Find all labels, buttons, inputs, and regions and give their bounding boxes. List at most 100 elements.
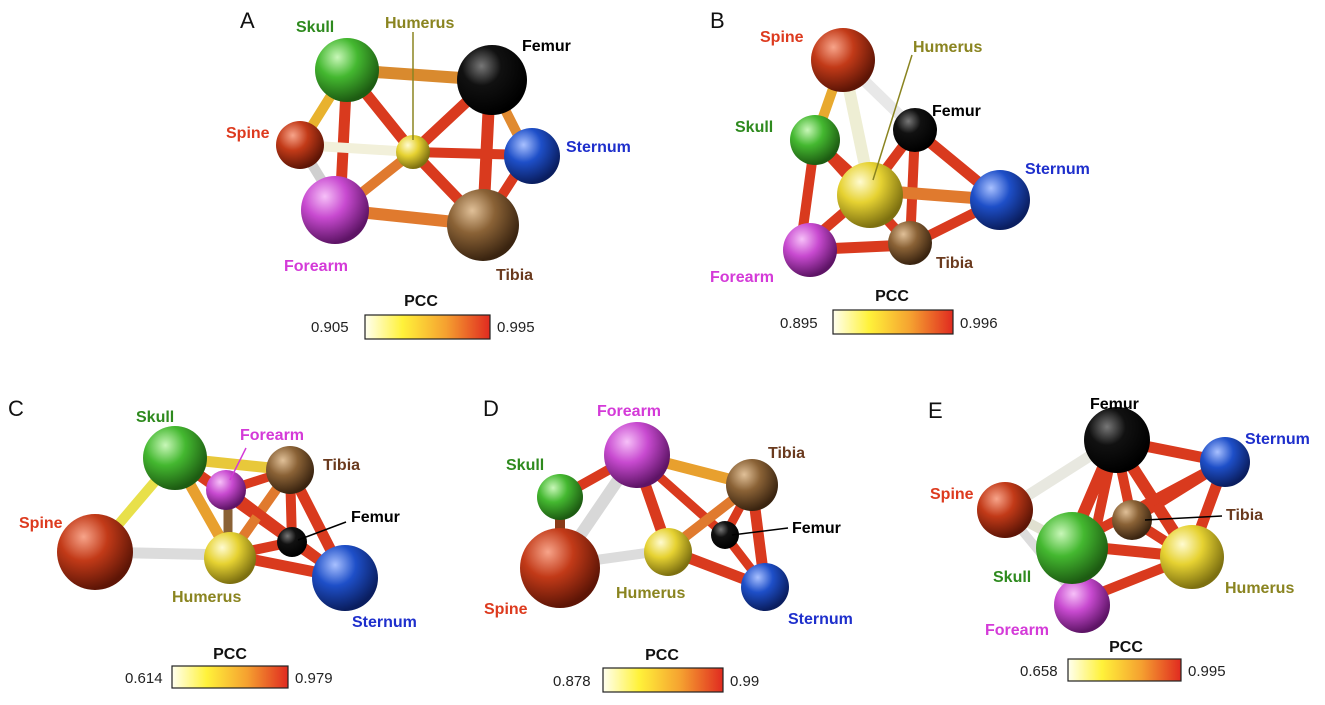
node-sternum: [741, 563, 789, 611]
node-tibia: [266, 446, 314, 494]
colorbar-min: 0.614: [125, 670, 163, 687]
label-forearm: Forearm: [284, 258, 348, 275]
label-forearm: Forearm: [240, 427, 304, 444]
colorbar-title: PCC: [213, 646, 247, 663]
label-humerus: Humerus: [616, 585, 685, 602]
node-sternum: [504, 128, 560, 184]
node-humerus: [396, 135, 430, 169]
colorbar-min: 0.895: [780, 315, 818, 332]
node-humerus: [837, 162, 903, 228]
node-tibia: [726, 459, 778, 511]
label-femur: Femur: [792, 520, 841, 537]
node-skull: [1036, 512, 1108, 584]
node-forearm: [783, 223, 837, 277]
node-femur: [893, 108, 937, 152]
label-tibia: Tibia: [1226, 507, 1263, 524]
colorbar-max: 0.995: [1188, 663, 1226, 680]
label-humerus: Humerus: [1225, 580, 1294, 597]
label-spine: Spine: [760, 29, 804, 46]
node-forearm: [301, 176, 369, 244]
node-spine: [57, 514, 133, 590]
label-sternum: Sternum: [788, 611, 853, 628]
colorbar-max: 0.995: [497, 319, 535, 336]
panel-letter-c: C: [8, 396, 24, 421]
label-femur: Femur: [932, 103, 981, 120]
panel-letter-b: B: [710, 8, 725, 33]
node-tibia: [1112, 500, 1152, 540]
colorbar-max: 0.99: [730, 673, 759, 690]
node-humerus: [204, 532, 256, 584]
label-forearm: Forearm: [985, 622, 1049, 639]
label-spine: Spine: [226, 125, 270, 142]
panel-letter-e: E: [928, 398, 943, 423]
panel-e: E Femur Sternum Spine Tibia Skul: [928, 396, 1310, 682]
panel-letter-a: A: [240, 8, 255, 33]
label-femur: Femur: [522, 38, 571, 55]
node-tibia: [888, 221, 932, 265]
colorbar-min: 0.905: [311, 319, 349, 336]
label-skull: Skull: [136, 409, 174, 426]
colorbar-d: PCC 0.878 0.99: [553, 647, 759, 693]
node-sternum: [312, 545, 378, 611]
node-femur: [457, 45, 527, 115]
label-sternum: Sternum: [566, 139, 631, 156]
node-sternum: [1200, 437, 1250, 487]
label-femur: Femur: [351, 509, 400, 526]
label-humerus: Humerus: [385, 15, 454, 32]
node-femur: [277, 527, 307, 557]
node-skull: [143, 426, 207, 490]
label-humerus: Humerus: [913, 39, 982, 56]
node-spine: [276, 121, 324, 169]
label-sternum: Sternum: [1025, 161, 1090, 178]
colorbar-gradient: [1067, 658, 1182, 682]
panel-letter-d: D: [483, 396, 499, 421]
label-humerus: Humerus: [172, 589, 241, 606]
label-skull: Skull: [993, 569, 1031, 586]
node-femur: [1084, 407, 1150, 473]
label-skull: Skull: [506, 457, 544, 474]
label-spine: Spine: [484, 601, 528, 618]
colorbar-min: 0.878: [553, 673, 591, 690]
colorbar-title: PCC: [875, 288, 909, 305]
colorbar-min: 0.658: [1020, 663, 1058, 680]
colorbar-title: PCC: [404, 293, 438, 310]
label-tibia: Tibia: [323, 457, 360, 474]
label-tibia: Tibia: [936, 255, 973, 272]
node-humerus: [644, 528, 692, 576]
colorbar-e: PCC 0.658 0.995: [1020, 639, 1226, 682]
node-spine: [520, 528, 600, 608]
label-skull: Skull: [735, 119, 773, 136]
colorbar-gradient: [832, 309, 954, 335]
label-tibia: Tibia: [768, 445, 805, 462]
panel-d: D Forearm Skull Tibia Femur Humerus Spin…: [483, 396, 853, 693]
label-spine: Spine: [930, 486, 974, 503]
node-forearm: [604, 422, 670, 488]
colorbar-gradient: [602, 667, 724, 693]
label-spine: Spine: [19, 515, 63, 532]
colorbar-title: PCC: [1109, 639, 1143, 656]
femur-pointer: [731, 527, 789, 536]
node-skull: [537, 474, 583, 520]
panel-c: C Skull Forearm Tibia Spine: [8, 396, 417, 689]
node-spine: [977, 482, 1033, 538]
label-femur: Femur: [1090, 396, 1139, 413]
colorbar-max: 0.979: [295, 670, 333, 687]
colorbar-max: 0.996: [960, 315, 998, 332]
colorbar-title: PCC: [645, 647, 679, 664]
node-femur: [711, 521, 739, 549]
colorbar-gradient: [364, 314, 491, 340]
tibia-pointer: [1144, 515, 1223, 521]
label-skull: Skull: [296, 19, 334, 36]
label-sternum: Sternum: [352, 614, 417, 631]
femur-pointer: [297, 521, 347, 541]
node-spine: [811, 28, 875, 92]
node-tibia: [447, 189, 519, 261]
node-forearm: [1054, 577, 1110, 633]
panel-a: A Skull Humerus Femur Spine Ster: [226, 8, 631, 340]
colorbar-b: PCC 0.895 0.996: [780, 288, 998, 335]
node-forearm: [206, 470, 246, 510]
node-sternum: [970, 170, 1030, 230]
label-forearm: Forearm: [710, 269, 774, 286]
colorbar-c: PCC 0.614 0.979: [125, 646, 333, 689]
